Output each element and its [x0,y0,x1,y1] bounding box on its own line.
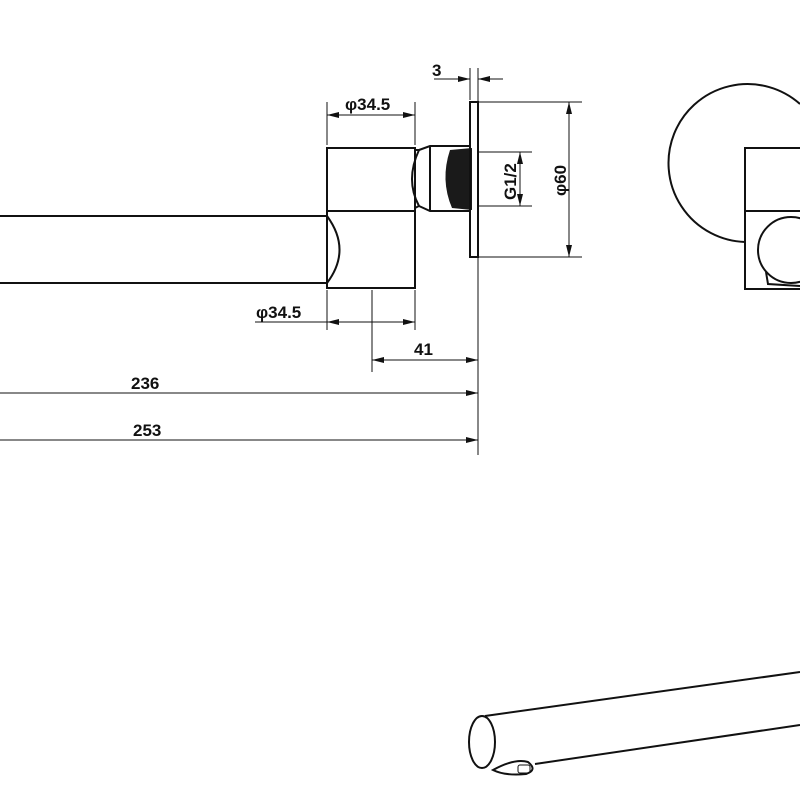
flange-circle [667,83,800,243]
dim-thread: G1/2 [501,163,520,200]
dim-spout-length: 236 [131,374,159,393]
body-block [326,147,416,289]
dim-body-diameter-top: φ34.5 [345,95,390,114]
body-outline [744,147,800,290]
dim-projection: 41 [414,340,433,359]
dim-flange-thickness: 3 [432,61,441,80]
front-view [667,83,800,290]
spout-section [757,216,800,284]
neck [411,149,421,209]
spout-joint-arc [326,215,341,284]
thread-hatch [445,148,472,210]
collar [418,145,470,212]
spout-end [468,715,496,769]
dim-overall-length: 253 [133,421,161,440]
side-view: 3 φ34.5 G1/2 φ60 φ34.5 41 236 253 [0,61,582,455]
dim-flange-diameter: φ60 [551,165,570,196]
aerator [490,760,534,776]
isometric-spout [468,671,800,776]
dim-body-diameter-bottom: φ34.5 [256,303,301,322]
